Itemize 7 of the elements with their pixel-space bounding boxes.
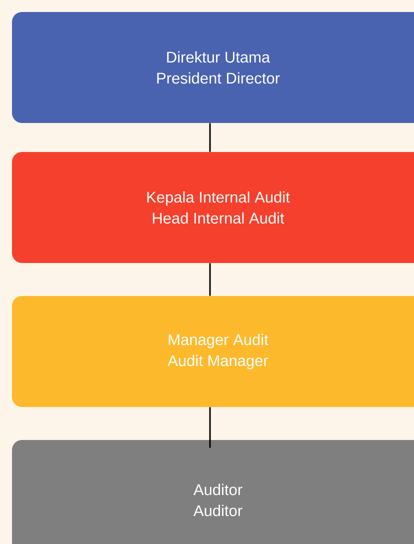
connector-line xyxy=(209,407,211,448)
org-box: Kepala Internal Audit Head Internal Audit xyxy=(12,152,414,263)
connector-line xyxy=(209,263,211,296)
org-box: Auditor Auditor xyxy=(12,440,414,544)
connector-line xyxy=(209,123,211,152)
org-box: Direktur Utama President Director xyxy=(12,12,414,123)
org-box: Manager Audit Audit Manager xyxy=(12,296,414,407)
